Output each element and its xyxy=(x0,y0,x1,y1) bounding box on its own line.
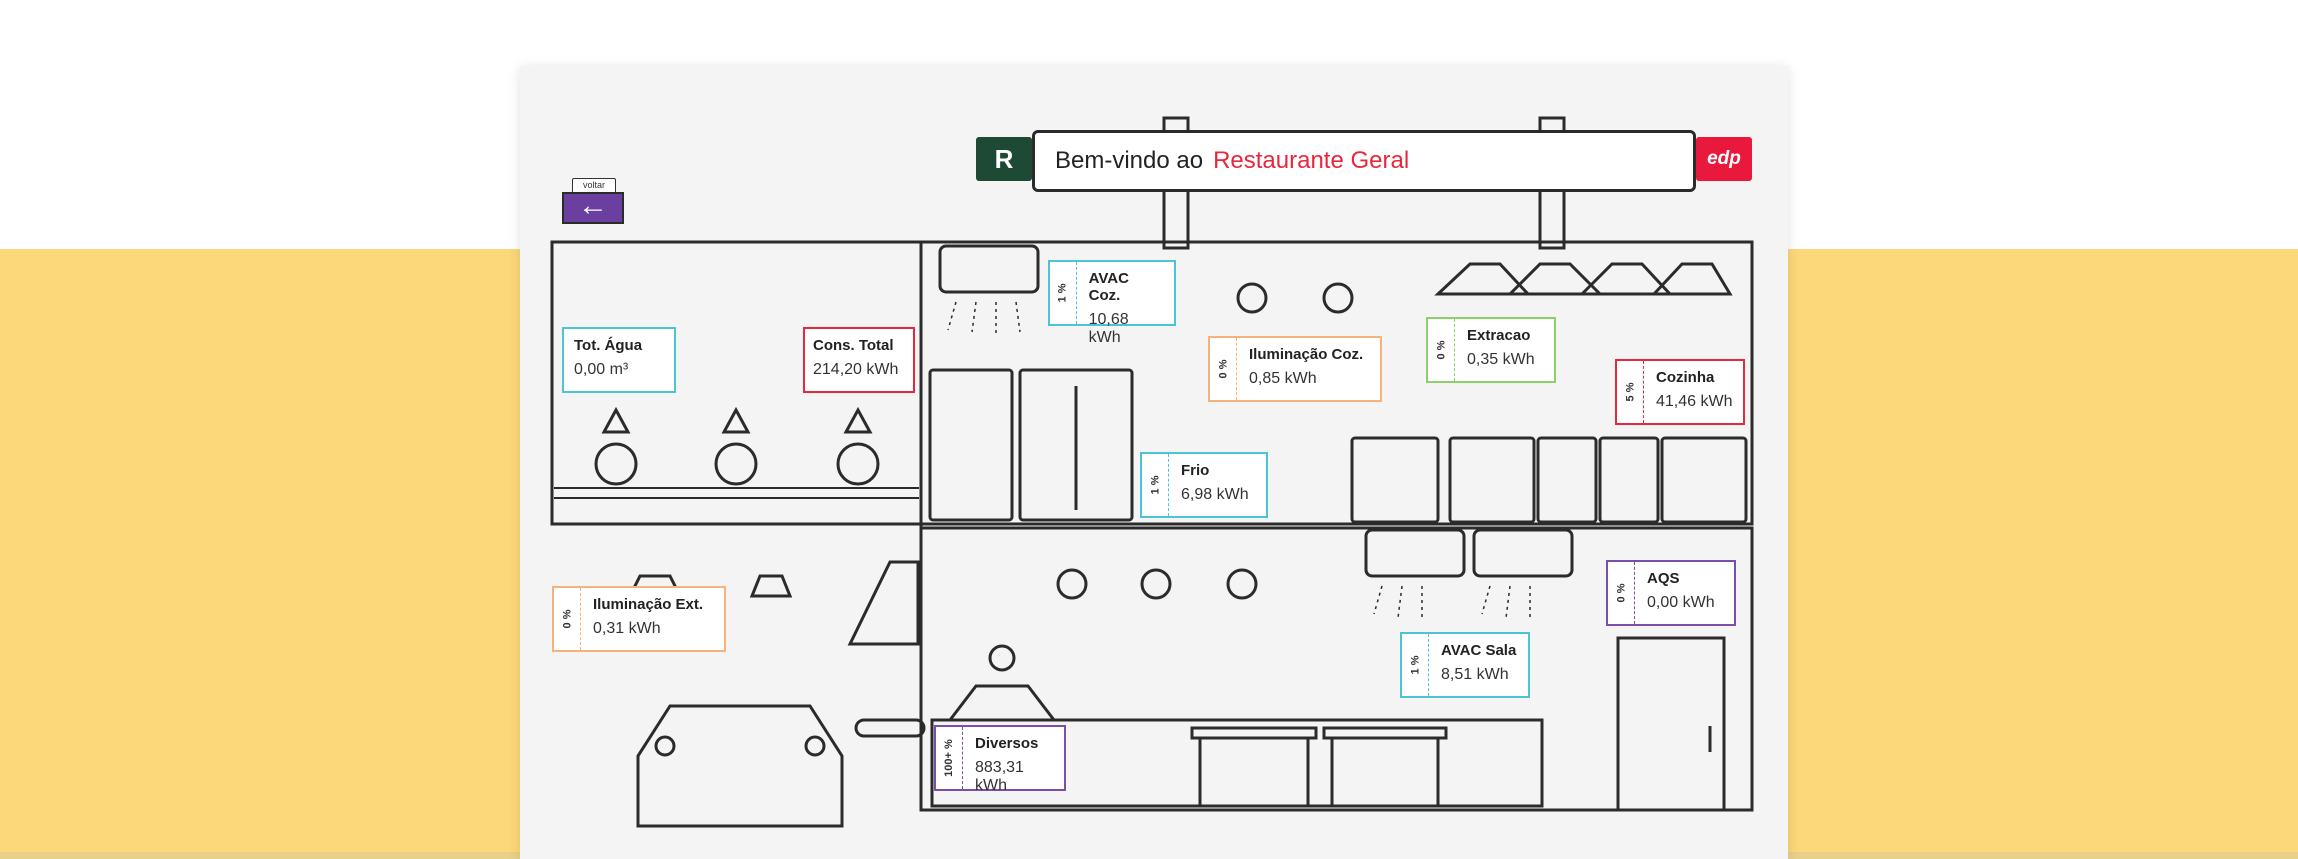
panel-avac-sala-title: AVAC Sala xyxy=(1441,642,1517,659)
panel-ilum-ext[interactable]: 0 % Iluminação Ext. 0,31 kWh xyxy=(552,586,726,652)
restaurant-logo: R xyxy=(976,137,1032,181)
welcome-prefix: Bem-vindo ao xyxy=(1055,147,1204,174)
panel-cozinha-pct: 5 % xyxy=(1624,382,1636,402)
building-card: R Bem-vindo ao Restaurante Geral edp vol… xyxy=(520,66,1788,859)
panel-agua[interactable]: Tot. Água 0,00 m³ xyxy=(562,327,676,393)
panel-cozinha[interactable]: 5 % Cozinha 41,46 kWh xyxy=(1615,359,1745,425)
panel-avac-sala-value: 8,51 kWh xyxy=(1441,666,1509,683)
panel-frio-title: Frio xyxy=(1181,462,1210,479)
panel-agua-value: 0,00 m³ xyxy=(574,361,629,378)
panel-cozinha-title: Cozinha xyxy=(1656,369,1715,386)
panel-extracao-title: Extracao xyxy=(1467,327,1531,344)
panel-avac-coz-value: 10,68 kWh xyxy=(1088,311,1129,346)
back-button[interactable]: voltar ← xyxy=(562,178,624,224)
panel-avac-coz-pct: 1 % xyxy=(1056,283,1069,303)
panel-ilum-coz[interactable]: 0 % Iluminação Coz. 0,85 kWh xyxy=(1208,336,1382,402)
panel-frio-pct: 1 % xyxy=(1149,475,1161,495)
panel-aqs-value: 0,00 kWh xyxy=(1647,594,1715,611)
panel-cozinha-value: 41,46 kWh xyxy=(1656,393,1733,410)
panel-avac-coz-title: AVAC Coz. xyxy=(1088,270,1129,304)
panel-extracao-value: 0,35 kWh xyxy=(1467,351,1535,368)
panel-avac-coz[interactable]: 1 % AVAC Coz. 10,68 kWh xyxy=(1048,260,1176,346)
panel-avac-sala[interactable]: 1 % AVAC Sala 8,51 kWh xyxy=(1400,632,1530,698)
panel-extracao-pct: 0 % xyxy=(1435,340,1447,360)
arrow-left-icon: ← xyxy=(562,191,624,224)
panel-total[interactable]: Cons. Total 214,20 kWh xyxy=(803,327,915,393)
panel-total-title: Cons. Total xyxy=(813,337,894,354)
building-illustration xyxy=(550,116,1754,828)
panel-diversos-value: 883,31 kWh xyxy=(975,759,1024,794)
panel-frio[interactable]: 1 % Frio 6,98 kWh xyxy=(1140,452,1268,518)
panel-total-value: 214,20 kWh xyxy=(813,361,899,378)
panel-ilum-ext-value: 0,31 kWh xyxy=(593,620,661,637)
panel-avac-sala-pct: 1 % xyxy=(1409,655,1421,675)
welcome-sign: Bem-vindo ao Restaurante Geral xyxy=(1032,130,1696,192)
panel-ilum-ext-pct: 0 % xyxy=(561,609,573,629)
panel-aqs-title: AQS xyxy=(1647,570,1680,587)
panel-ilum-coz-pct: 0 % xyxy=(1217,359,1229,379)
panel-diversos-pct: 100+ % xyxy=(943,739,955,777)
panel-aqs[interactable]: 0 % AQS 0,00 kWh xyxy=(1606,560,1736,626)
edp-logo: edp xyxy=(1696,137,1752,181)
panel-ilum-coz-title: Iluminação Coz. xyxy=(1249,346,1364,363)
restaurant-name: Restaurante Geral xyxy=(1213,147,1410,174)
panel-extracao[interactable]: 0 % Extracao 0,35 kWh xyxy=(1426,317,1556,383)
panel-aqs-pct: 0 % xyxy=(1615,583,1627,603)
panel-diversos[interactable]: 100+ % Diversos 883,31 kWh xyxy=(934,725,1066,794)
panel-frio-value: 6,98 kWh xyxy=(1181,486,1249,503)
panel-diversos-title: Diversos xyxy=(975,735,1039,752)
panel-ilum-coz-value: 0,85 kWh xyxy=(1249,370,1317,387)
panel-ilum-ext-title: Iluminação Ext. xyxy=(593,596,704,613)
panel-agua-title: Tot. Água xyxy=(574,337,643,354)
